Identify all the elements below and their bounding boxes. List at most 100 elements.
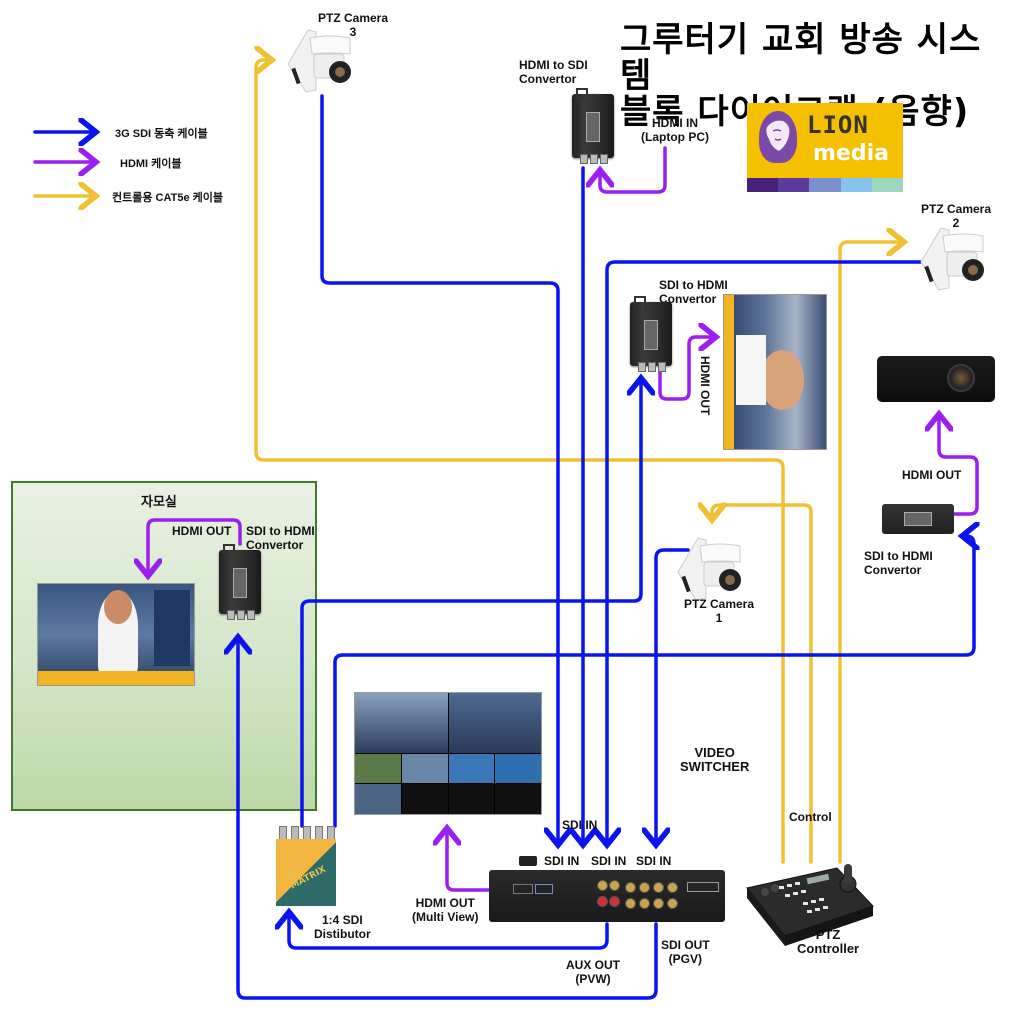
hdmi-out-multiview-line2: (Multi View) — [412, 910, 479, 924]
multiview-cell — [495, 784, 541, 814]
hdmi-in-line1: HDMI IN — [652, 116, 698, 130]
sdi-to-hdmi-room-line1: SDI to HDMI — [246, 524, 315, 538]
label-plate — [233, 568, 247, 598]
room-label: 자모실 — [141, 494, 177, 509]
title-line-1: 그루터기 교회 방송 시스템 — [620, 20, 982, 96]
sdi-to-hdmi-center-line2: Convertor — [659, 292, 717, 306]
sdi-to-hdmi-center-converter — [630, 296, 672, 372]
mount-tab — [634, 296, 646, 306]
hdmi-in-line2: (Laptop PC) — [641, 130, 709, 144]
rca-port — [597, 896, 608, 907]
camera2-label: PTZ Camera 2 — [921, 202, 991, 230]
sdi-to-hdmi-room-label: SDI to HDMI Convertor — [246, 524, 315, 552]
center-monitor-screen — [723, 294, 827, 450]
multiview-cell — [355, 753, 401, 784]
multiview-cell — [495, 753, 541, 784]
presenter-face — [104, 590, 132, 624]
ticker-bar — [38, 671, 194, 685]
sdi-to-hdmi-right-line1: SDI to HDMI — [864, 549, 933, 563]
mount-tab — [576, 88, 588, 98]
sdi-to-hdmi-center-line1: SDI to HDMI — [659, 278, 728, 292]
ticker-bar — [724, 295, 734, 449]
lion-shield-icon — [759, 111, 797, 163]
stripe — [809, 178, 841, 192]
ptz-controller-line1: PTZ — [815, 927, 841, 942]
room-monitor-screen — [37, 583, 195, 686]
diagram-title: 그루터기 교회 방송 시스템 블록 다이어그램 (음향) — [620, 22, 1012, 130]
hdmi-cable-room — [148, 518, 242, 576]
logo-stripes — [747, 178, 903, 192]
ptz-camera-1-icon — [677, 537, 741, 601]
multiview-monitor — [354, 692, 542, 815]
control-cable-camera2 — [838, 242, 904, 864]
multiview-cell — [448, 784, 495, 814]
presenter-face — [760, 350, 804, 410]
bnc-port — [227, 610, 235, 620]
serial-port — [513, 884, 533, 894]
multiview-cell — [401, 784, 448, 814]
aux-out-line1: AUX OUT — [566, 958, 620, 972]
sdi-cable-camera2 — [607, 260, 922, 845]
camera3-label: PTZ Camera 3 — [318, 11, 388, 39]
hdmi-out-multiview-line1: HDMI OUT — [415, 896, 475, 910]
control-cable-camera3 — [254, 60, 785, 864]
bnc-port — [590, 154, 598, 164]
label-plate — [904, 512, 932, 526]
sdi-port — [653, 882, 664, 893]
distributor-line2: Distibutor — [314, 927, 371, 941]
legend-hdmi-label: HDMI 케이블 — [120, 158, 182, 170]
sdi-cable-camera1 — [656, 548, 690, 845]
hdmi-to-sdi-label-line2: Convertor — [519, 72, 577, 86]
bnc-port — [303, 826, 311, 840]
sdi-in-label-3: SDI IN — [591, 854, 627, 868]
sdi-to-hdmi-right-line2: Convertor — [864, 563, 922, 577]
video-switcher-line1: VIDEO — [694, 745, 735, 760]
distributor-label: 1:4 SDI Distibutor — [314, 913, 371, 941]
sdi-distributor: AV MATRIX — [276, 839, 336, 906]
right-hdmi-out-label: HDMI OUT — [902, 468, 962, 482]
rca-port — [597, 880, 608, 891]
projector — [877, 356, 995, 402]
hdmi-cable-projector — [939, 414, 979, 516]
sdi-port — [653, 898, 664, 909]
camera3-label-line2: 3 — [349, 25, 357, 39]
bnc-port — [638, 362, 646, 372]
sdi-cable-to-right-conv — [333, 536, 974, 828]
ptz-camera-2-icon — [920, 227, 984, 291]
scoreboard-panel — [154, 590, 190, 666]
label-plate — [586, 112, 600, 142]
aux-out-label: AUX OUT (PVW) — [566, 958, 620, 986]
sdi-to-hdmi-center-label: SDI to HDMI Convertor — [659, 278, 728, 306]
ptz-controller-label: PTZ Controller — [797, 928, 859, 956]
bnc-port — [315, 826, 323, 840]
sdi-port — [639, 898, 650, 909]
dvi-port — [687, 882, 719, 892]
sdi-port — [625, 898, 636, 909]
vga-port — [535, 884, 553, 894]
lion-media-logo: LION media — [747, 103, 903, 192]
logo-text-media: media — [813, 141, 889, 166]
rca-port — [609, 880, 620, 891]
room-hdmi-out-label: HDMI OUT — [172, 524, 232, 538]
sdi-cable-aux-out — [289, 912, 609, 950]
rca-port — [609, 896, 620, 907]
mount-tab — [223, 544, 235, 554]
multiview-cell — [448, 753, 495, 784]
hdmi-in-laptop-label: HDMI IN (Laptop PC) — [641, 116, 709, 144]
sdi-out-line2: (PGV) — [668, 952, 702, 966]
sdi-to-hdmi-room-line2: Convertor — [246, 538, 304, 552]
bnc-port — [580, 154, 588, 164]
bnc-port — [327, 826, 335, 840]
sdi-cable-camera3 — [320, 94, 558, 845]
sdi-port — [667, 898, 678, 909]
bnc-port — [291, 826, 299, 840]
sdi-cable-to-center-conv — [300, 378, 641, 828]
ptz-controller-icon — [746, 864, 874, 946]
control-label: Control — [789, 810, 832, 824]
stripe — [747, 178, 779, 192]
logo-text-lion: LION — [807, 111, 869, 139]
hdmi-cable-laptop — [600, 146, 667, 194]
control-cable-camera1 — [712, 505, 813, 864]
distributor-bnc-row — [279, 826, 335, 840]
legend-control-label: 컨트롤용 CAT5e 케이블 — [112, 192, 223, 204]
